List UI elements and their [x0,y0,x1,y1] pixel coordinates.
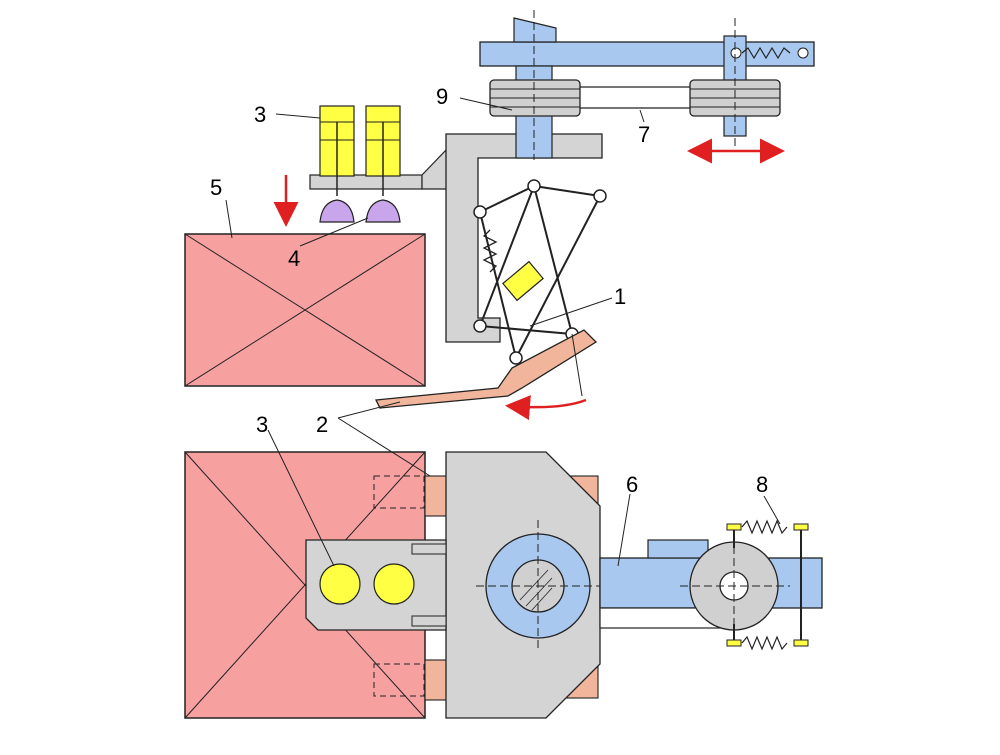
pulley-left [489,79,581,117]
springs [726,519,809,651]
vacuum-cylinder-left [319,105,355,196]
suction-cup-right [365,199,401,223]
label-4: 4 [288,246,300,271]
vertical-frame [445,133,603,343]
label-7: 7 [638,122,650,147]
label-5: 5 [210,175,222,200]
label-8: 8 [756,472,768,497]
belt [580,86,690,109]
suction-cup-left [319,199,355,223]
gripper-plate [374,329,598,409]
cylinder-top-view-right [373,563,415,605]
label-3-bottom: 3 [256,412,268,437]
box-top [184,233,426,387]
label-6: 6 [626,472,638,497]
vacuum-cylinder-right [365,105,401,196]
label-2: 2 [316,412,328,437]
damper [502,260,544,302]
rotate-arrow [505,395,587,421]
label-9: 9 [436,84,448,109]
label-3-top: 3 [254,102,266,127]
spring-top [730,46,809,60]
linkage [479,185,601,359]
label-1: 1 [614,284,626,309]
cylinder-top-view-left [319,563,361,605]
